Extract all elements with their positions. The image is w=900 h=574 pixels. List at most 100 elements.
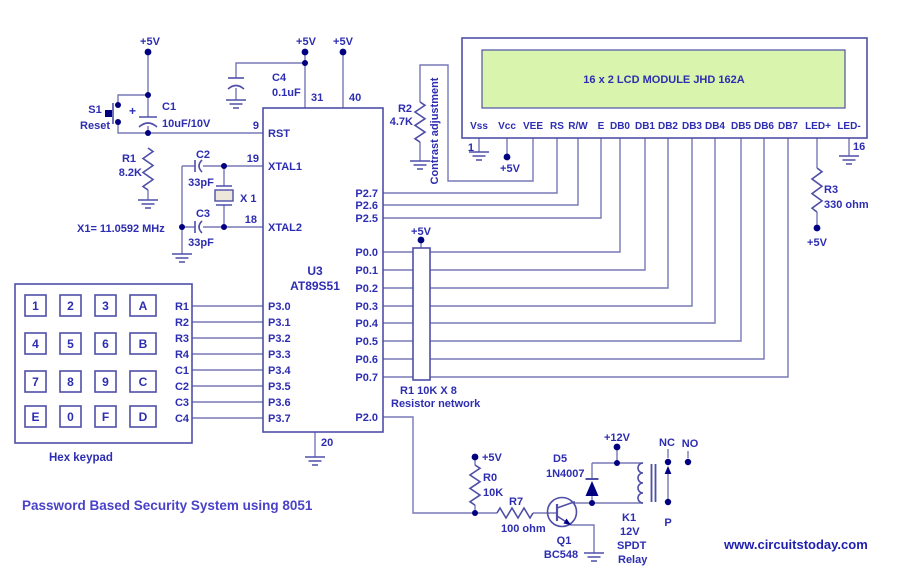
key-6 <box>94 332 117 355</box>
pin-31: 31 <box>311 92 323 104</box>
v5-label: +5V <box>333 36 354 48</box>
lcd-pin-e: E <box>598 121 605 132</box>
lcd-pin-db2: DB2 <box>658 121 678 132</box>
mcu-pin-p27: P2.7 <box>355 188 378 200</box>
pin-18: 18 <box>245 214 257 226</box>
key-4 <box>24 332 47 355</box>
keypad-body <box>14 283 193 444</box>
mcu-pin-xtal1: XTAL1 <box>268 161 302 173</box>
mcu-part: AT89S51 <box>290 279 340 293</box>
r0-value: 10K <box>483 487 503 499</box>
resistor-r1 <box>141 147 155 191</box>
lcd-pin-db3: DB3 <box>682 121 702 132</box>
wires-reset-osc-top <box>117 52 344 457</box>
lcd-pin16-num: 16 <box>853 141 865 153</box>
line-c3: C3 <box>175 397 189 409</box>
v5-label: +5V <box>807 237 828 249</box>
s1-label: Reset <box>80 120 110 132</box>
r1-value: 8.2K <box>119 167 142 179</box>
capacitor-c3 <box>194 220 203 234</box>
r2-value: 4.7K <box>390 116 413 128</box>
capacitor-c2 <box>194 159 203 173</box>
key-a <box>129 294 157 317</box>
c3-ref: C3 <box>196 208 210 220</box>
line-c1: C1 <box>175 365 189 377</box>
lcd-pin-db7: DB7 <box>778 121 798 132</box>
crystal-x1 <box>214 185 234 206</box>
lcd-pin-vss: Vss <box>470 121 488 132</box>
key-9 <box>94 370 117 393</box>
lcd-pin-rw: R/W <box>568 121 588 132</box>
ground-icon <box>138 99 859 562</box>
lcd-screen <box>481 49 846 109</box>
mcu-pin-p04: P0.4 <box>355 318 379 330</box>
x1-ref: X 1 <box>240 193 257 205</box>
c1-value: 10uF/10V <box>162 118 211 130</box>
v5-label: +5V <box>140 36 161 48</box>
mcu-pin-p37: P3.7 <box>268 413 291 425</box>
junction-dots <box>115 48 821 516</box>
c1-plus: + <box>129 104 136 118</box>
resistor-network-body <box>412 247 431 381</box>
key-2 <box>59 294 82 317</box>
key-3 <box>94 294 117 317</box>
mcu-pin-p06: P0.6 <box>355 354 378 366</box>
mcu-pin-p31: P3.1 <box>268 317 291 329</box>
k1-ref: K1 <box>622 512 636 524</box>
key-label: 0 <box>67 410 74 424</box>
pin-19: 19 <box>247 153 259 165</box>
r3-ref: R3 <box>824 184 838 196</box>
mcu-pin-p35: P3.5 <box>268 381 291 393</box>
mcu-pin-p36: P3.6 <box>268 397 291 409</box>
lcd-pin1-num: 1 <box>468 142 474 154</box>
k1-volt: 12V <box>620 526 640 538</box>
c4-value: 0.1uF <box>272 87 301 99</box>
v12-label: +12V <box>604 432 631 444</box>
key-c <box>129 370 157 393</box>
key-5 <box>59 332 82 355</box>
c1-ref: C1 <box>162 101 176 113</box>
key-label: F <box>102 410 109 424</box>
key-label: 4 <box>32 337 39 351</box>
mcu-pin-p02: P0.2 <box>355 283 378 295</box>
pin-9: 9 <box>253 120 259 132</box>
mcu-pin-xtal2: XTAL2 <box>268 222 302 234</box>
key-8 <box>59 370 82 393</box>
pin-40: 40 <box>349 92 361 104</box>
mcu-pin-p05: P0.5 <box>355 336 378 348</box>
mcu-pin-p07: P0.7 <box>355 372 378 384</box>
relay-core <box>650 464 657 502</box>
resistor-r7 <box>496 506 534 520</box>
r3-value: 330 ohm <box>824 199 869 211</box>
relay-arm-arrow-icon <box>664 466 672 474</box>
mcu-pin-p33: P3.3 <box>268 349 291 361</box>
q1-part: BC548 <box>544 549 578 561</box>
key-f <box>94 405 117 428</box>
mcu-pin-p32: P3.2 <box>268 333 291 345</box>
resistor-r3 <box>810 167 824 213</box>
key-label: 5 <box>67 337 74 351</box>
resistor-r2 <box>413 101 427 143</box>
mcu-pin-p30: P3.0 <box>268 301 291 313</box>
lcd-pin-db1: DB1 <box>635 121 655 132</box>
key-d <box>129 405 157 428</box>
k1-type: SPDT <box>617 540 647 552</box>
diode-d5 <box>585 478 599 496</box>
keypad-caption: Hex keypad <box>49 452 113 464</box>
lcd-pin-db5: DB5 <box>731 121 751 132</box>
resistor-r0 <box>468 464 482 506</box>
v5-label: +5V <box>500 163 521 175</box>
lcd-pin-rs: RS <box>550 121 564 132</box>
mcu-pin-p26: P2.6 <box>355 200 378 212</box>
v5-label: +5V <box>411 226 432 238</box>
mcu-pin-rst: RST <box>268 128 290 140</box>
key-b <box>129 332 157 355</box>
mcu-ref: U3 <box>307 264 323 278</box>
lcd-pin-db0: DB0 <box>610 121 630 132</box>
contact-nc: NC <box>659 437 675 449</box>
pin-20: 20 <box>321 437 333 449</box>
network-label1: R1 10K X 8 <box>400 385 457 397</box>
line-c4: C4 <box>175 413 190 425</box>
capacitor-c4 <box>227 77 245 90</box>
